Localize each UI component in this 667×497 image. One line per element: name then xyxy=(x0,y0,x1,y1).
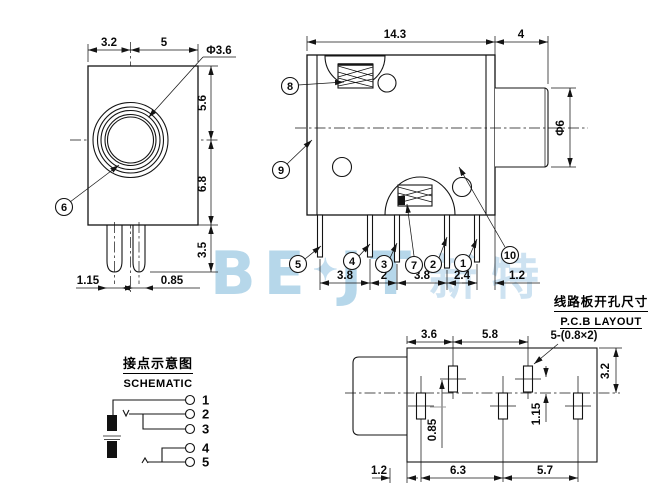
callout-6: 6 xyxy=(61,202,67,214)
pcb-dim-5-8: 5.8 xyxy=(482,329,499,341)
pcb-title: 线路板开孔尺寸 P.C.B LAYOUT xyxy=(544,291,658,330)
front-dim-6-8: 6.8 xyxy=(197,175,209,192)
schematic-title-cn: 接点示意图 xyxy=(122,353,193,374)
pcb-dim-3-2: 3.2 xyxy=(600,363,612,379)
schematic-wires xyxy=(112,399,186,464)
schematic-title-en: SCHEMATIC xyxy=(123,378,193,390)
callout-7: 7 xyxy=(411,260,417,272)
callout-8: 8 xyxy=(287,81,293,93)
pcb-dim-5-7: 5.7 xyxy=(537,465,553,477)
main-dim-14-3: 14.3 xyxy=(384,29,406,41)
pcb-title-cn: 线路板开孔尺寸 xyxy=(553,291,649,312)
bottom-spring-zigzag xyxy=(397,186,433,204)
front-dim-3-5: 3.5 xyxy=(197,241,209,258)
main-view: 14.3 4 Φ6 3.8 2 3.8 2.4 1.2 xyxy=(271,29,588,290)
pcb-dim-6-3: 6.3 xyxy=(450,465,466,477)
plug-symbol xyxy=(103,415,121,458)
callout-3: 3 xyxy=(381,259,387,271)
callout-10: 10 xyxy=(504,250,516,262)
schematic-pin-1: 1 xyxy=(202,393,209,408)
schematic-pin-2: 2 xyxy=(202,407,209,422)
main-dim-s4: 2.4 xyxy=(454,270,471,282)
watermark-text-left: BE xyxy=(210,239,313,309)
front-dim-5: 5 xyxy=(161,37,168,49)
callout-1: 1 xyxy=(460,258,466,270)
front-dim-1-15: 1.15 xyxy=(77,275,100,287)
schematic-pin-5: 5 xyxy=(202,455,209,470)
pcb-dim-0-85: 0.85 xyxy=(427,418,439,441)
schematic-view: 1 2 3 4 5 xyxy=(103,393,210,470)
main-dim-s1: 3.8 xyxy=(337,270,354,282)
pcb-dim-1-15: 1.15 xyxy=(531,402,543,425)
pcb-title-en: P.C.B LAYOUT xyxy=(560,316,642,329)
schematic-title: 接点示意图 SCHEMATIC xyxy=(106,353,210,392)
front-dim-dia: Φ3.6 xyxy=(206,45,231,57)
callout-2: 2 xyxy=(430,259,436,271)
pcb-dim-slot: 5-(0.8×2) xyxy=(551,330,598,342)
front-dim-3-2: 3.2 xyxy=(101,37,117,49)
schematic-terminals: 1 2 3 4 5 xyxy=(184,393,210,470)
pcb-dim-3-6: 3.6 xyxy=(421,329,437,341)
pcb-dim-1-2: 1.2 xyxy=(371,465,387,477)
front-dim-0-85: 0.85 xyxy=(161,275,184,287)
main-dim-s2: 2 xyxy=(381,270,387,282)
front-view: 3.2 5 Φ3.6 5.6 6.8 3.5 1.15 0.85 xyxy=(54,37,236,292)
main-dim-s5: 1.2 xyxy=(509,270,525,282)
schematic-pin-4: 4 xyxy=(202,441,210,456)
callout-4: 4 xyxy=(349,256,356,268)
pcb-layout-view: 3.6 5.8 5-(0.8×2) 3.2 0.85 1.15 1.2 6.3 xyxy=(345,329,622,483)
main-dim-4: 4 xyxy=(518,29,525,41)
callout-9: 9 xyxy=(278,165,284,177)
callout-5: 5 xyxy=(295,259,301,271)
front-dim-5-6: 5.6 xyxy=(197,95,209,111)
main-dim-dia6: Φ6 xyxy=(555,120,567,136)
schematic-pin-3: 3 xyxy=(202,422,209,437)
